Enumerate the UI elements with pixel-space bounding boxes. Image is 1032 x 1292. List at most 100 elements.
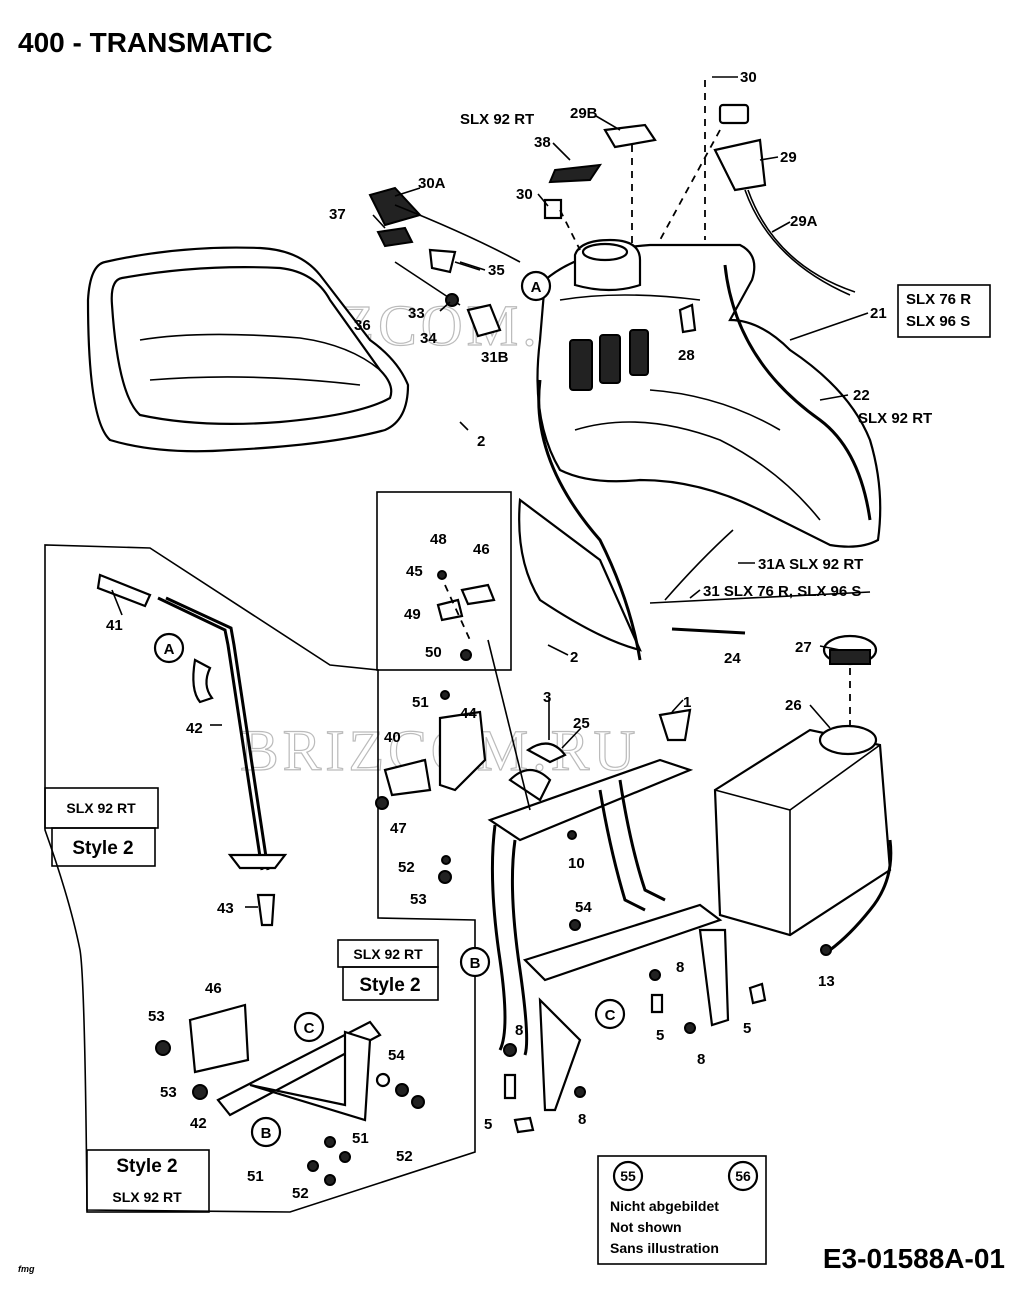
diagram-code: E3-01588A-01 [823,1243,1005,1274]
part-label: 48 [430,531,447,548]
seat-part [86,246,410,453]
fender-body-part [518,238,882,661]
variant-label-slx76r: SLX 76 R [906,291,971,308]
frame-part [487,639,767,1134]
variant-label-slx92rt-13a: SLX 92 RT [858,410,932,427]
part-label: 25 [573,715,590,732]
part-label: 3 [543,689,551,706]
part-label: 30A [418,175,446,192]
part-label: 8 [676,959,684,976]
part-label: 28 [678,347,695,364]
part-label: 41 [106,617,123,634]
svg-text:SLX 92 RT: SLX 92 RT [353,946,423,962]
svg-text:Style 2: Style 2 [72,838,133,859]
part-label: 51 [247,1168,264,1185]
callout-c-plate: C [293,1011,325,1043]
part-label: 51 [352,1130,369,1147]
style2-region-outline [44,544,476,1213]
part-label: 53 [410,891,427,908]
part-label: 47 [390,820,407,837]
watermark-middle: BRIZCOM.RU [240,718,639,783]
part-label: 21 [870,305,887,322]
part-label: 46 [205,980,222,997]
part-label: 24 [724,650,741,667]
detail-box [376,491,512,671]
variant-box-13 [897,284,991,338]
part-label: 53 [160,1084,177,1101]
part-label: 49 [404,606,421,623]
part-label: 46 [473,541,490,558]
style2-box-middle: SLX 92 RT Style 2 [337,939,439,1001]
bracket-plate-part [155,1003,425,1186]
part-label: 44 [460,705,477,722]
part-label: 36 [354,317,371,334]
part-label: 29 [780,149,797,166]
part-label: 42 [190,1115,207,1132]
part-label: 13 [818,973,835,990]
part-label: 54 [388,1047,405,1064]
svg-text:C: C [304,1020,315,1037]
part-label: 5 [484,1116,492,1133]
corner-mark: fmg [18,1264,35,1274]
part-label: 34 [420,330,437,347]
part-label: 52 [292,1185,309,1202]
pedal-bracket-part [375,690,487,884]
part-label: 27 [795,639,812,656]
part-label: 42 [186,720,203,737]
diagram-title: 400 - TRANSMATIC [18,27,273,58]
label-31a: 31A SLX 92 RT [758,556,863,573]
not-shown-box: 55 56 Nicht abgebildet Not shown Sans il… [597,1155,767,1265]
label-31: 31 SLX 76 R, SLX 96 S [703,583,861,600]
callout-a-top: A [520,270,552,302]
part-label: 8 [515,1022,523,1039]
part-label: 51 [412,694,429,711]
part-label: 40 [384,729,401,746]
part-label: 8 [578,1111,586,1128]
part-number-labels: 30 29B 38 29 30A 30 37 29A 35 33 34 31B … [106,69,887,1202]
svg-text:B: B [261,1125,272,1142]
part-label: 30 [516,186,533,203]
part-label: 5 [743,1020,751,1037]
part-label: 29A [790,213,818,230]
part-label: 50 [425,644,442,661]
callout-a-left: A [153,632,185,664]
part-label: 1 [683,694,691,711]
part-label: 30 [740,69,757,86]
part-label: 26 [785,697,802,714]
part-label: 22 [853,387,870,404]
style2-box-bottom: Style 2 SLX 92 RT [86,1149,210,1213]
svg-text:Not shown: Not shown [610,1219,682,1235]
part-label: 38 [534,134,551,151]
part-label: 10 [568,855,585,872]
svg-text:SLX 92 RT: SLX 92 RT [112,1189,182,1205]
part-label: 53 [148,1008,165,1025]
svg-text:55: 55 [620,1168,636,1184]
part-label: 2 [477,433,485,450]
switch-parts [368,80,856,338]
style2-box-left: SLX 92 RT Style 2 [44,787,159,867]
part-label: 29B [570,105,598,122]
svg-text:B: B [470,955,481,972]
callout-b-plate: B [250,1116,282,1148]
part-label: 2 [570,649,578,666]
cable-parts [649,529,871,635]
part-label: 52 [396,1148,413,1165]
svg-text:A: A [531,279,542,296]
part-label: 54 [575,899,592,916]
svg-text:Style 2: Style 2 [359,975,420,996]
variant-labels: SLX 92 RT SLX 76 R SLX 96 S SLX 92 RT 31… [460,111,991,600]
svg-text:56: 56 [735,1168,751,1184]
svg-text:Sans illustration: Sans illustration [610,1240,719,1256]
callout-b-frame: B [459,946,491,978]
svg-text:SLX 92 RT: SLX 92 RT [66,800,136,816]
svg-text:C: C [605,1007,616,1024]
part-label: 52 [398,859,415,876]
part-label: 31B [481,349,509,366]
part-label: 8 [697,1051,705,1068]
variant-label-slx92rt-top: SLX 92 RT [460,111,534,128]
part-label: 37 [329,206,346,223]
fuel-tank-part [713,634,893,956]
part-label: 33 [408,305,425,322]
clip-parts [436,570,496,661]
